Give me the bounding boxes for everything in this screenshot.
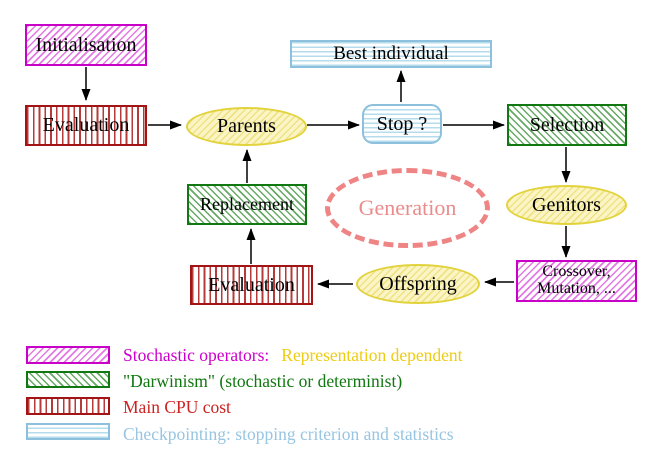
- legend-label-checkpointing: Checkpointing: stopping criterion and st…: [123, 424, 454, 444]
- node-selection: Selection: [507, 104, 627, 146]
- node-offspring: Offspring: [356, 264, 480, 304]
- legend-label-representation-dependent: Representation dependent: [281, 345, 463, 365]
- node-initialisation-label: Initialisation: [35, 33, 137, 56]
- node-selection-label: Selection: [529, 113, 605, 136]
- node-genitors-label: Genitors: [532, 193, 601, 216]
- node-stop-label: Stop ?: [376, 112, 428, 135]
- node-replacement: Replacement: [187, 184, 307, 225]
- legend-label-main-cpu-cost: Main CPU cost: [123, 397, 231, 417]
- node-genitors: Genitors: [506, 185, 627, 225]
- node-crossover-line1: Crossover,: [542, 263, 611, 281]
- legend-label-stochastic-operators: Stochastic operators: Representation depe…: [123, 345, 463, 366]
- legend-swatch-stochastic-operators: [26, 346, 110, 364]
- node-crossover-mutation: Crossover, Mutation, ...: [516, 260, 637, 302]
- legend-swatch-darwinism: [26, 371, 110, 388]
- node-evaluation-bottom-label: Evaluation: [208, 273, 295, 296]
- node-stop: Stop ?: [362, 104, 442, 144]
- node-generation-loop: Generation: [325, 168, 490, 248]
- node-evaluation-bottom: Evaluation: [190, 265, 313, 305]
- node-crossover-line2: Mutation, ...: [537, 280, 616, 297]
- node-parents: Parents: [186, 107, 307, 146]
- node-parents-label: Parents: [217, 115, 276, 137]
- legend-label-stochastic-operators-part1: Stochastic operators:: [123, 345, 270, 365]
- node-replacement-label: Replacement: [200, 194, 294, 215]
- legend-swatch-main-cpu-cost: [26, 397, 110, 415]
- node-best-individual: Best individual: [290, 40, 492, 68]
- node-evaluation-top: Evaluation: [25, 105, 147, 146]
- node-evaluation-top-label: Evaluation: [42, 114, 130, 136]
- node-initialisation: Initialisation: [25, 24, 147, 66]
- node-generation-label: Generation: [358, 195, 457, 221]
- legend-swatch-checkpointing: [26, 423, 110, 440]
- node-best-individual-label: Best individual: [333, 43, 449, 65]
- node-offspring-label: Offspring: [379, 272, 457, 295]
- legend-label-darwinism: "Darwinism" (stochastic or determinist): [123, 371, 403, 391]
